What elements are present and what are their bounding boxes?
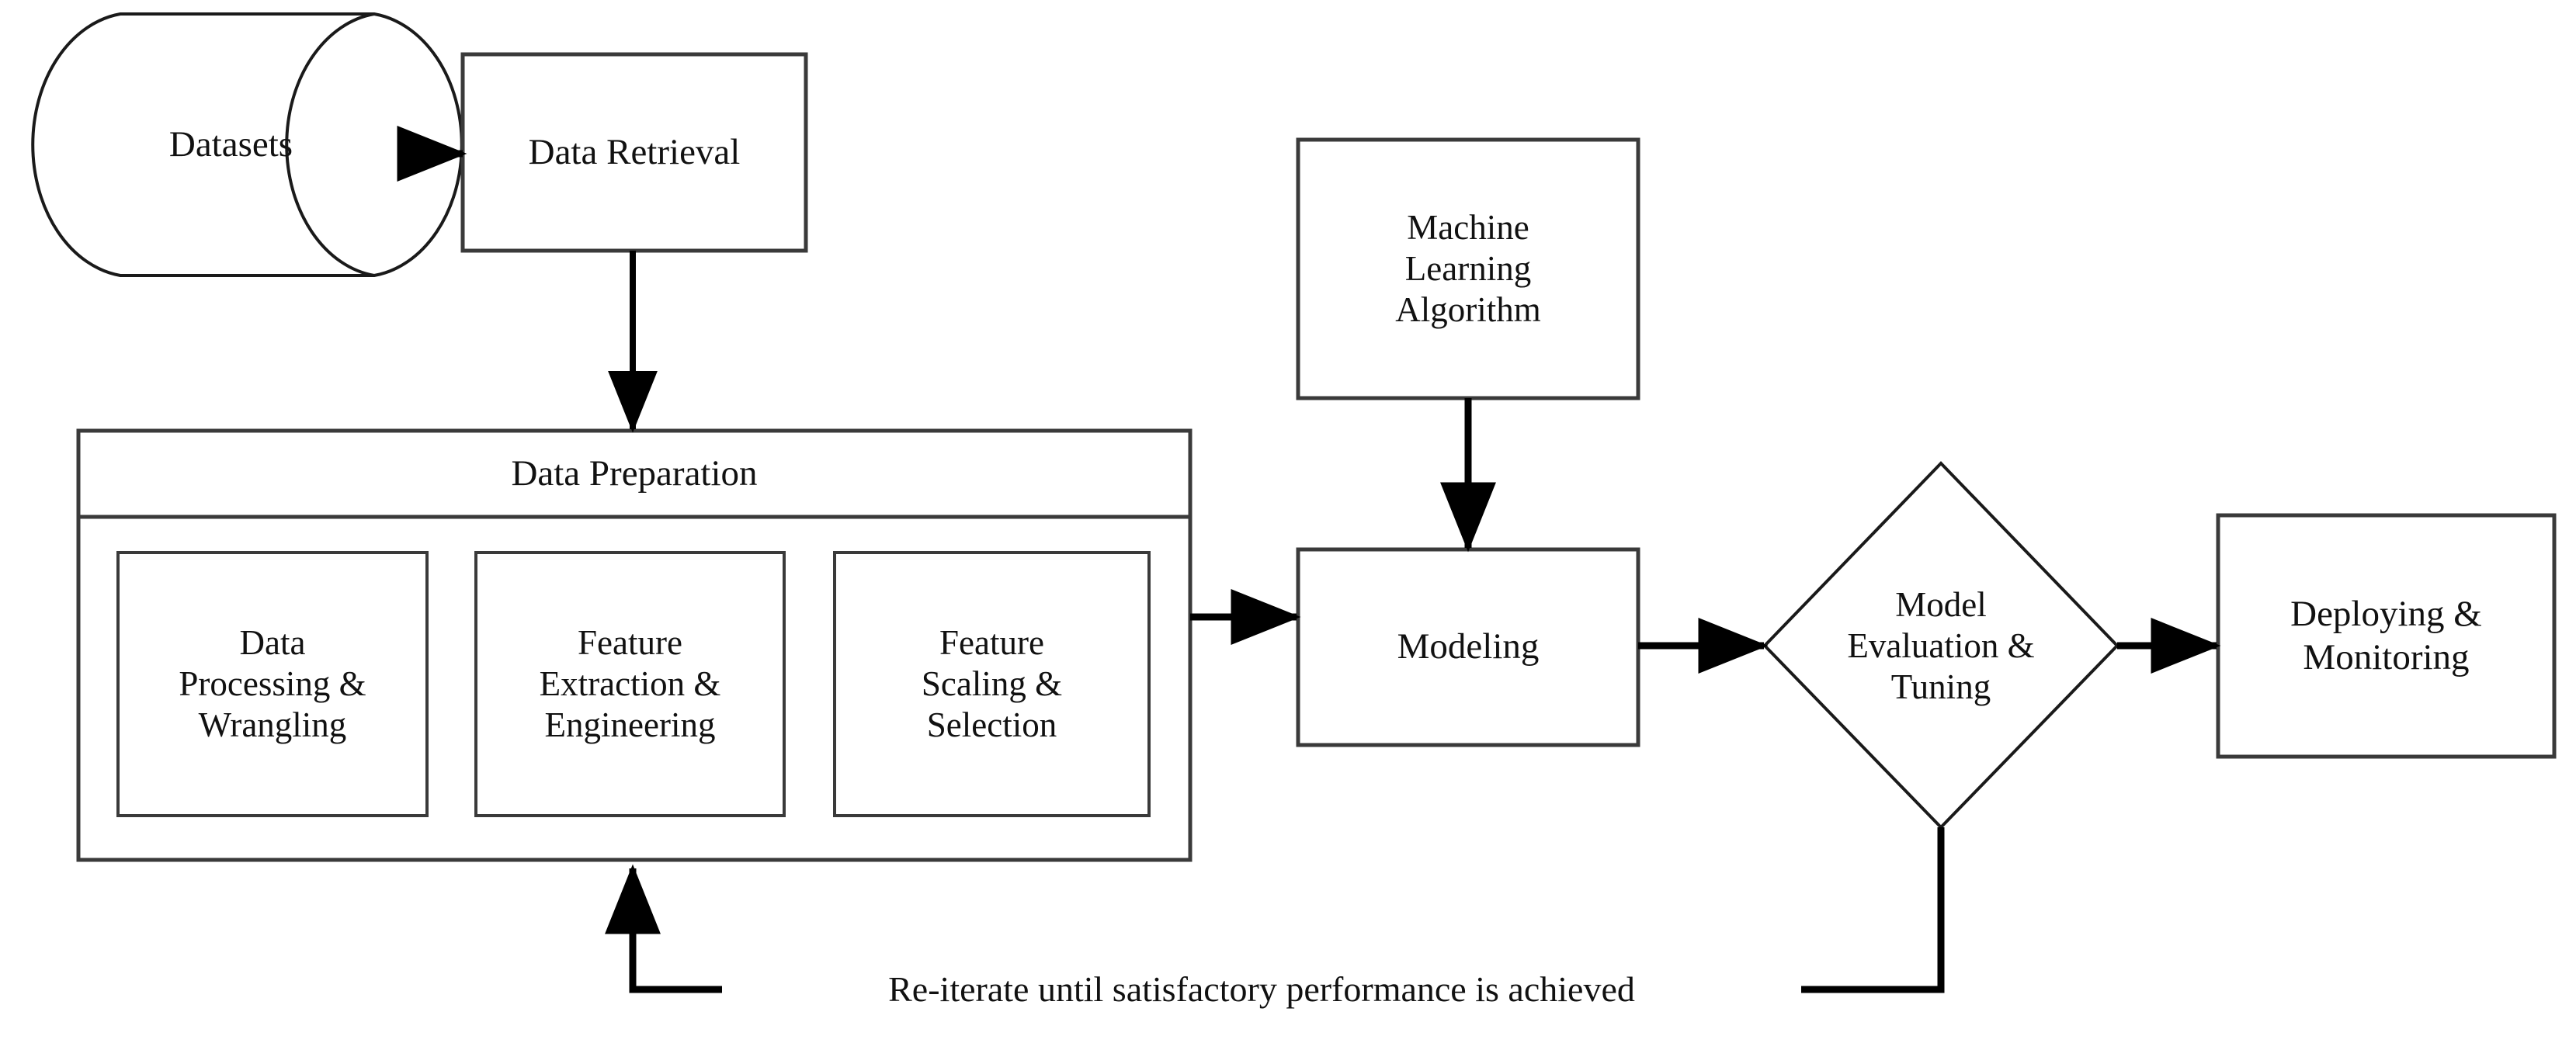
- node-sub-step-2-shape[interactable]: [833, 551, 1151, 817]
- node-ml-algorithm-shape[interactable]: [1296, 137, 1640, 400]
- node-datasets-shape[interactable]: [31, 12, 463, 277]
- node-model-evaluation-shape[interactable]: [1762, 461, 2119, 830]
- node-sub-step-1-shape[interactable]: [474, 551, 786, 817]
- node-sub-step-0-shape[interactable]: [116, 551, 429, 817]
- node-modeling-shape[interactable]: [1296, 547, 1640, 747]
- node-data-retrieval-shape[interactable]: [460, 52, 808, 253]
- node-deploying-shape[interactable]: [2216, 513, 2557, 759]
